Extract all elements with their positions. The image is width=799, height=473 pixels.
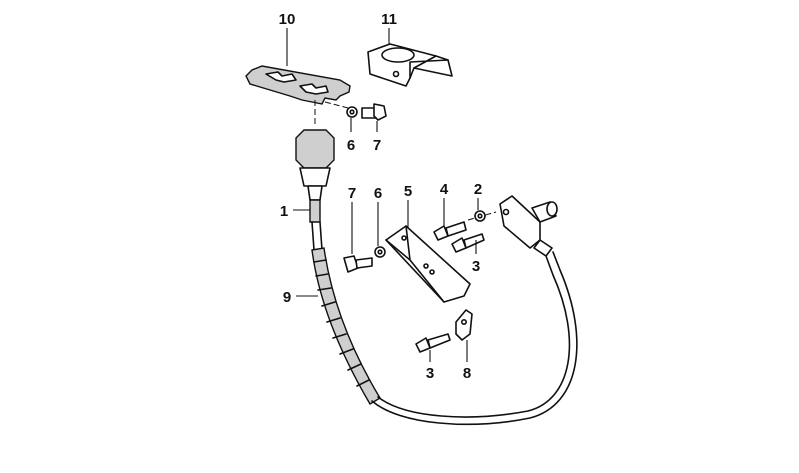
callout-1: 1 [280, 203, 288, 220]
callout-9: 9 [283, 289, 291, 306]
callout-11: 11 [381, 11, 397, 28]
callout-6-upper: 6 [347, 137, 355, 154]
callout-4: 4 [440, 181, 449, 198]
crankshaft-sensor [499, 195, 558, 257]
bolt-part-7-lower [343, 202, 373, 273]
washer-part-2 [474, 198, 486, 222]
callout-5: 5 [404, 183, 412, 200]
bracket-part-11 [367, 28, 453, 87]
callout-6-lower: 6 [374, 185, 382, 202]
washer-part-6-upper [346, 106, 358, 132]
callout-2: 2 [474, 181, 482, 198]
callout-8: 8 [463, 365, 471, 382]
bolt-part-7-upper [361, 103, 387, 132]
clip-part-8 [455, 309, 473, 362]
callout-7-lower: 7 [348, 185, 356, 202]
sensor-bracket-part-5 [385, 200, 471, 303]
callout-10: 10 [279, 11, 296, 28]
callout-3-upper: 3 [472, 258, 480, 275]
screw-part-3-upper [451, 233, 485, 254]
screw-part-3-lower [415, 333, 451, 362]
callout-7-upper: 7 [373, 137, 381, 154]
mounting-plate-part-10 [245, 28, 351, 105]
sensor-cable-part-1 [293, 129, 335, 251]
protective-sleeve-part-9 [296, 247, 578, 425]
washer-part-6-lower [374, 202, 386, 258]
callout-3-lower: 3 [426, 365, 434, 382]
bolt-part-4 [433, 198, 467, 241]
